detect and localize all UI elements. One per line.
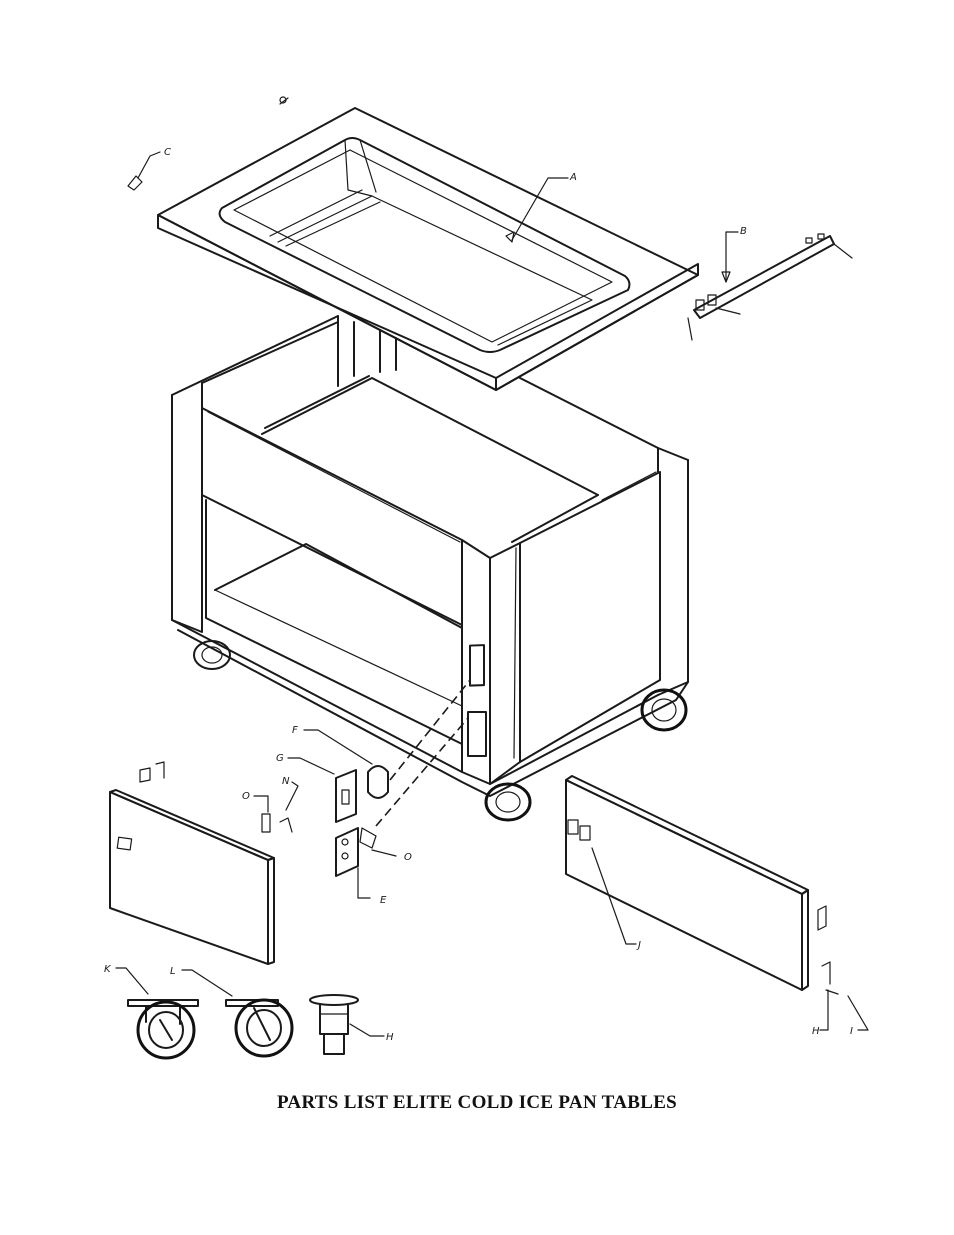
rigid-caster-l bbox=[225, 998, 294, 1058]
leader-lines bbox=[115, 177, 869, 1037]
right-end-panel bbox=[565, 775, 839, 995]
label-m: H bbox=[386, 1032, 394, 1043]
label-b: B bbox=[740, 226, 747, 237]
label-c: C bbox=[164, 147, 171, 158]
side-rail-b bbox=[687, 233, 853, 341]
label-e: E bbox=[380, 895, 387, 906]
clip-top bbox=[279, 96, 289, 105]
label-n: N bbox=[282, 776, 290, 787]
label-g: G bbox=[276, 753, 284, 764]
swivel-caster-k bbox=[127, 999, 199, 1060]
label-j: J bbox=[636, 940, 641, 951]
cabinet-caster-front-left bbox=[193, 640, 231, 670]
label-i: I bbox=[850, 1026, 853, 1037]
left-end-panel bbox=[109, 761, 293, 965]
label-o-left: O bbox=[242, 791, 250, 802]
cabinet-caster-front bbox=[484, 782, 532, 822]
label-f: F bbox=[292, 725, 298, 736]
clip-c bbox=[127, 151, 161, 191]
label-o-right: O bbox=[404, 852, 412, 863]
label-h: H bbox=[812, 1026, 820, 1037]
label-a: A bbox=[569, 172, 577, 183]
diagram-caption: PARTS LIST ELITE COLD ICE PAN TABLES bbox=[276, 1092, 678, 1113]
top-ice-pan bbox=[157, 107, 699, 391]
part-labels: A B C F G N O O E J K L H H I bbox=[104, 147, 853, 1043]
label-l: L bbox=[170, 966, 176, 977]
leg-m bbox=[309, 994, 359, 1055]
cabinet-caster-right bbox=[640, 688, 688, 732]
cabinet-body bbox=[171, 315, 689, 797]
label-k: K bbox=[104, 964, 112, 975]
latch-assembly bbox=[335, 679, 471, 877]
